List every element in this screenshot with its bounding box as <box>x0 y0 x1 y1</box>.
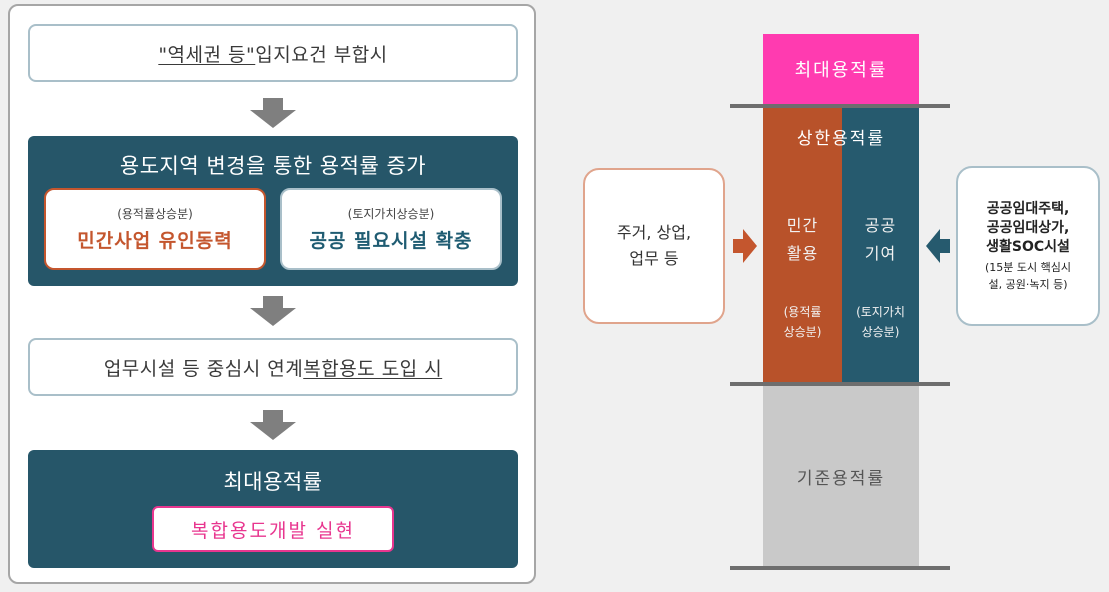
max-far-label: 최대용적률 <box>794 60 888 81</box>
upper-far-label: 상한용적률 <box>796 129 886 149</box>
private-uses-line2: 업무 등 <box>629 249 679 268</box>
business-linkage-text: 업무시설 등 중심시 연계 <box>103 357 304 380</box>
private-use-label: 민간 활용 <box>763 212 842 268</box>
base-far-label: 기준용적률 <box>796 468 886 489</box>
location-condition-text: 입지요건 부합시 <box>255 43 388 66</box>
private-use-note-line1: (용적률 <box>783 305 822 319</box>
base-line <box>730 566 950 570</box>
max-far-block: 최대용적률 복합용도개발 실현 <box>28 450 518 568</box>
public-contribution-line1: 공공 <box>864 216 897 235</box>
max-far-line <box>730 104 950 108</box>
max-far-title: 최대용적률 <box>223 470 323 494</box>
public-facilities-line5: 설, 공원·녹지 등) <box>988 277 1068 291</box>
upper-far-line <box>730 382 950 386</box>
arrow-right-icon <box>733 229 757 263</box>
arrow-down-icon <box>250 296 296 326</box>
step-mixed-use: 업무시설 등 중심시 연계 복합용도 도입 시 <box>28 338 518 396</box>
public-contribution-line2: 기여 <box>864 244 897 263</box>
arrow-down-icon <box>250 410 296 440</box>
private-uses-line1: 주거, 상업, <box>616 223 692 242</box>
mixed-use-development-label: 복합용도개발 실현 <box>191 519 355 542</box>
public-contribution-note-line2: 상승분) <box>861 325 900 339</box>
public-facilities-line3: 생활SOC시설 <box>986 238 1070 255</box>
step-station-area-condition: "역세권 등" 입지요건 부합시 <box>28 24 518 82</box>
private-use-note: (용적률 상승분) <box>763 302 842 342</box>
public-contribution-column <box>842 108 919 382</box>
far-increase-block: 용도지역 변경을 통한 용적률 증가 (용적률상승분) 민간사업 유인동력 (토… <box>28 136 518 286</box>
public-contribution-note: (토지가치 상승분) <box>842 302 919 342</box>
arrow-down-icon <box>250 98 296 128</box>
far-increase-title: 용도지역 변경을 통한 용적률 증가 <box>119 154 427 178</box>
private-uses-box: 주거, 상업, 업무 등 <box>583 168 725 324</box>
public-facilities-line2: 공공임대상가, <box>986 219 1070 236</box>
private-incentive-note: (용적률상승분) <box>117 207 193 221</box>
public-contribution-note-line1: (토지가치 <box>856 305 905 319</box>
mixed-use-text: 복합용도 도입 시 <box>303 357 443 380</box>
process-panel: "역세권 등" 입지요건 부합시 용도지역 변경을 통한 용적률 증가 (용적률… <box>8 4 536 584</box>
public-facilities-line4: (15분 도시 핵심시 <box>984 260 1071 274</box>
private-incentive-label: 민간사업 유인동력 <box>77 230 233 252</box>
public-contribution-label: 공공 기여 <box>842 212 919 268</box>
station-area-text: "역세권 등" <box>158 43 256 66</box>
mixed-use-development-box: 복합용도개발 실현 <box>152 506 394 552</box>
arrow-left-icon <box>926 229 950 263</box>
public-facility-box: (토지가치상승분) 공공 필요시설 확충 <box>280 188 502 270</box>
private-use-column <box>763 108 842 382</box>
public-facilities-line1: 공공임대주택, <box>986 200 1070 217</box>
private-use-line2: 활용 <box>786 244 819 263</box>
public-facility-label: 공공 필요시설 확충 <box>309 230 473 252</box>
private-use-note-line2: 상승분) <box>783 325 822 339</box>
public-facility-note: (토지가치상승분) <box>347 207 435 221</box>
base-far-segment: 기준용적률 <box>763 386 919 566</box>
max-far-segment: 최대용적률 <box>763 34 919 104</box>
public-facilities-box: 공공임대주택, 공공임대상가, 생활SOC시설 (15분 도시 핵심시 설, 공… <box>956 166 1100 326</box>
private-incentive-box: (용적률상승분) 민간사업 유인동력 <box>44 188 266 270</box>
private-use-line1: 민간 <box>786 216 819 235</box>
